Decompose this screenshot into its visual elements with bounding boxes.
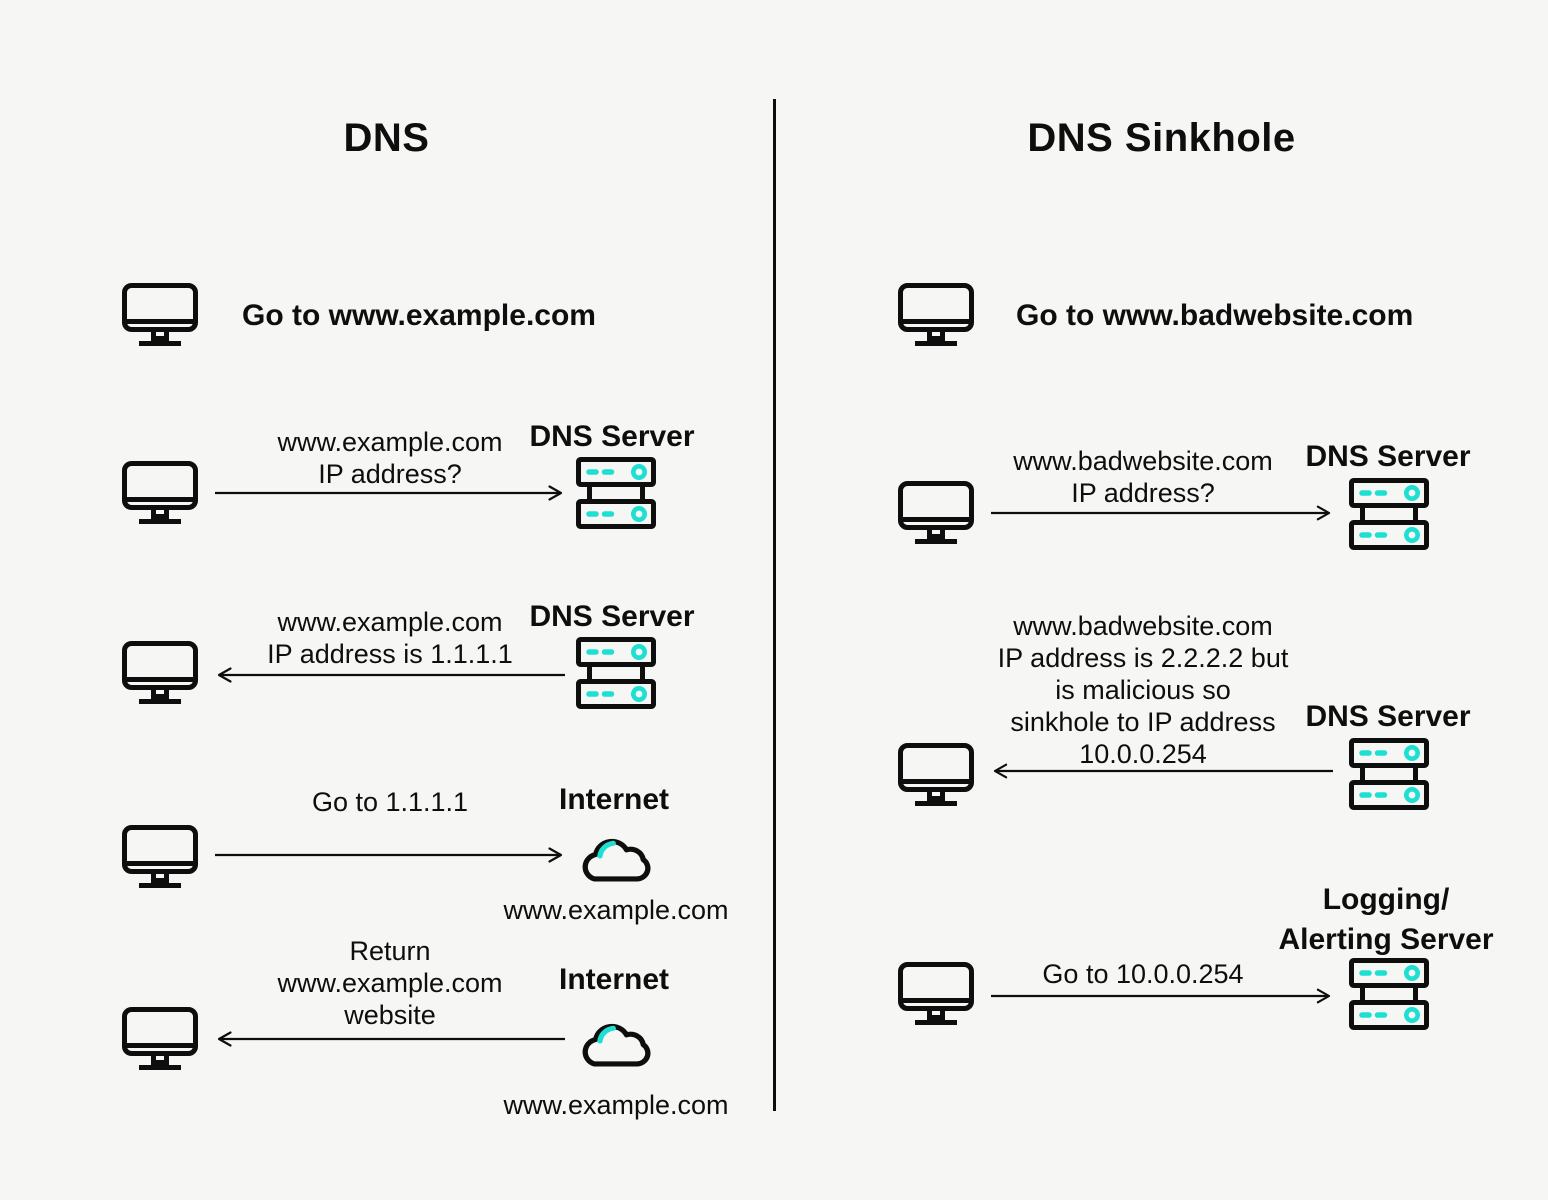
note-line: www.badwebsite.com	[1013, 446, 1273, 476]
note-line: 10.0.0.254	[1079, 739, 1207, 769]
note-line: Return	[349, 936, 431, 966]
note-line: Go to 1.1.1.1	[311, 787, 469, 817]
dns-server-label: DNS Server	[529, 420, 695, 453]
dns-server-icon	[1349, 478, 1429, 550]
cloud-caption: www.example.com	[503, 895, 729, 925]
dns-server-icon	[576, 637, 656, 709]
note-line: website	[344, 1000, 436, 1030]
dns-query-arrow	[991, 504, 1333, 522]
label-line: Logging/	[1322, 883, 1450, 916]
visit-arrow	[215, 846, 565, 864]
note-line: IP address is 2.2.2.2 but	[997, 643, 1289, 673]
note-line: IP address is 1.1.1.1	[267, 639, 513, 669]
dns-server-label: DNS Server	[1305, 700, 1471, 733]
dns-response-text: www.example.com IP address is 1.1.1.1	[267, 606, 513, 670]
dns-server-icon	[1349, 738, 1429, 810]
computer-icon	[898, 962, 974, 1028]
sinkhole-response-text: www.badwebsite.com IP address is 2.2.2.2…	[998, 610, 1289, 770]
dns-sinkhole-title: DNS Sinkhole	[1027, 116, 1296, 160]
dns-query-arrow	[215, 484, 565, 502]
internet-label: Internet	[558, 783, 670, 816]
note-line: IP address?	[318, 459, 462, 489]
computer-icon	[122, 825, 198, 891]
go-to-badwebsite-label: Go to www.badwebsite.com	[1016, 299, 1414, 332]
note-line: www.badwebsite.com	[1013, 611, 1273, 641]
go-to-sinkhole-text: Go to 10.0.0.254	[1042, 958, 1243, 990]
note-line: sinkhole to IP address	[1010, 707, 1276, 737]
dns-query-text: www.badwebsite.com IP address?	[1013, 445, 1273, 509]
note-line: www.example.com	[277, 427, 503, 457]
dns-server-label: DNS Server	[1305, 440, 1471, 473]
return-website-text: Return www.example.com website	[277, 935, 502, 1031]
note-line: IP address?	[1071, 478, 1215, 508]
sinkhole-response-arrow	[991, 762, 1333, 780]
dns-title: DNS	[343, 116, 430, 160]
dns-server-icon	[576, 457, 656, 529]
computer-icon	[122, 461, 198, 527]
computer-icon	[898, 283, 974, 349]
logging-alerting-server-label: Logging/ Alerting Server	[1278, 880, 1493, 960]
label-line: Alerting Server	[1278, 923, 1494, 956]
internet-label: Internet	[558, 963, 670, 996]
return-arrow	[215, 1030, 565, 1048]
computer-icon	[122, 641, 198, 707]
dns-query-text: www.example.com IP address?	[277, 426, 502, 490]
computer-icon	[898, 481, 974, 547]
note-line: www.example.com	[277, 968, 503, 998]
dns-server-label: DNS Server	[529, 600, 695, 633]
cloud-caption: www.example.com	[503, 1090, 729, 1120]
note-line: Go to 10.0.0.254	[1042, 959, 1244, 989]
note-line: is malicious so	[1055, 675, 1231, 705]
column-divider	[773, 99, 776, 1111]
computer-icon	[122, 283, 198, 349]
internet-cloud-icon	[576, 1012, 659, 1069]
sinkhole-visit-arrow	[991, 987, 1333, 1005]
computer-icon	[898, 743, 974, 809]
go-to-example-label: Go to www.example.com	[242, 299, 596, 332]
visit-ip-text: Go to 1.1.1.1	[312, 786, 468, 818]
note-line: www.example.com	[277, 607, 503, 637]
internet-cloud-icon	[576, 827, 659, 884]
computer-icon	[122, 1007, 198, 1073]
dns-response-arrow	[215, 666, 565, 684]
logging-alerting-server-icon	[1349, 958, 1429, 1030]
